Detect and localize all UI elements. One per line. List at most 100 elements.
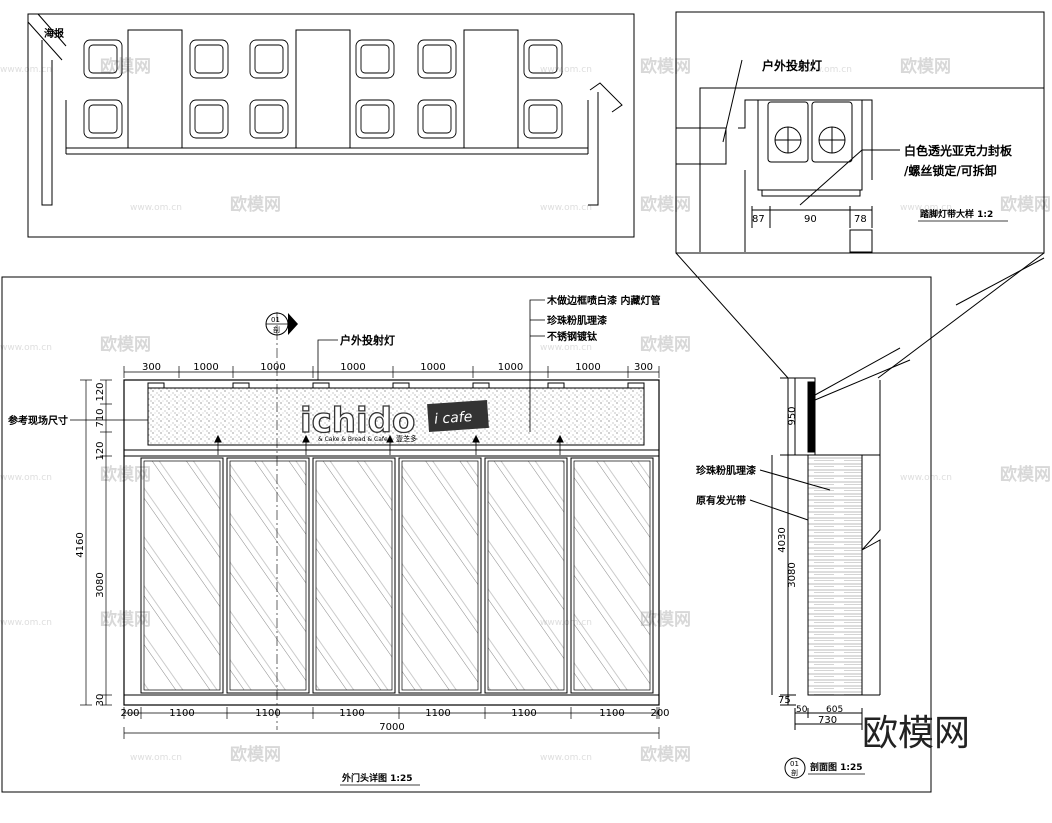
section-dim-75: 75 xyxy=(778,695,791,706)
watermark-url: www.om.cn xyxy=(540,753,592,763)
section-dim-950: 950 xyxy=(787,406,798,425)
sign-badge: i cafe xyxy=(434,409,473,428)
section-label-1: 珍珠粉肌理漆 xyxy=(696,464,756,477)
light-fixture-icon xyxy=(147,382,165,389)
glass-panel xyxy=(143,460,221,691)
chair-icon xyxy=(189,39,229,79)
watermark-url: www.om.cn xyxy=(900,203,952,213)
light-fixture-icon xyxy=(472,382,490,389)
top-dimension: 1000 xyxy=(575,362,600,373)
glass-panel xyxy=(573,460,651,691)
watermark-brand: 欧模网 xyxy=(100,334,151,355)
watermark-brand: 欧模网 xyxy=(100,56,151,77)
bottom-dimension: 1100 xyxy=(425,708,450,719)
door-frame xyxy=(312,457,396,694)
watermark-brand: 欧模网 xyxy=(640,56,691,77)
elevation-left-dim-4: 3080 xyxy=(95,572,106,597)
watermark-brand: 欧模网 xyxy=(230,744,281,765)
glass-panel xyxy=(487,460,565,691)
elevation-side-note: 参考现场尺寸 xyxy=(8,414,68,427)
elevation-note-2: 珍珠粉肌理漆 xyxy=(547,314,607,327)
light-fixture-icon xyxy=(392,382,410,389)
watermark-brand: 欧模网 xyxy=(640,744,691,765)
glass-panel xyxy=(315,460,393,691)
watermark-url: www.om.cn xyxy=(0,65,52,75)
arrow-up-icon xyxy=(472,434,480,443)
light-fixture-icon xyxy=(312,382,330,389)
watermarks: 欧模网 www.om.cn 欧模网 www.om.cn 欧模网 www.om.cn 欧模网 w… xyxy=(0,56,1051,765)
watermark-brand: 欧模网 xyxy=(1000,194,1051,215)
watermark-brand: 欧模网 xyxy=(640,194,691,215)
watermark-brand: 欧模网 xyxy=(900,56,951,77)
section-mark-bottom: 剖 xyxy=(273,325,280,334)
elevation-left-total: 4160 xyxy=(75,532,86,557)
door-frame xyxy=(484,457,568,694)
section-dim-4030: 4030 xyxy=(777,527,788,552)
chair-icon xyxy=(249,39,289,79)
watermark-url: www.om.cn xyxy=(130,753,182,763)
detail-dim-3: 78 xyxy=(854,214,867,225)
bottom-dimension: 200 xyxy=(120,708,139,719)
top-dimension: 1000 xyxy=(498,362,523,373)
sign-subline: & Cake & Bread & Cafe xyxy=(318,436,388,443)
watermark-url: www.om.cn xyxy=(800,65,852,75)
section-view xyxy=(749,347,911,779)
chair-icon xyxy=(355,39,395,79)
bottom-dimension: 1100 xyxy=(599,708,624,719)
detail-view xyxy=(675,11,1045,379)
elevation-note-1: 木做边框喷白漆 内藏灯管 xyxy=(546,294,660,307)
elevation-title: 外门头详图 1:25 xyxy=(341,772,413,784)
elevation-left-dim-1: 120 xyxy=(95,382,106,401)
detail-cover-label-2: /螺丝锁定/可拆卸 xyxy=(904,163,997,178)
chair-icon xyxy=(249,99,289,139)
top-dimension: 1000 xyxy=(420,362,445,373)
sign-main: ichido xyxy=(300,401,415,441)
section-dim-730: 730 xyxy=(818,715,837,726)
chair-icon xyxy=(523,39,563,79)
door-frame xyxy=(570,457,654,694)
elevation-bottom-total: 7000 xyxy=(379,722,404,733)
watermark-big: 欧模网 xyxy=(862,713,970,754)
bottom-dimension: 1100 xyxy=(339,708,364,719)
chair-icon xyxy=(83,39,123,79)
sign-cn: 壹芝多 xyxy=(396,434,417,443)
top-dimension: 1000 xyxy=(340,362,365,373)
watermark-url: www.om.cn xyxy=(0,473,52,483)
arrow-up-icon xyxy=(386,434,394,443)
chair-icon xyxy=(189,99,229,139)
section-dim-605: 605 xyxy=(826,705,843,715)
top-dimension: 300 xyxy=(634,362,653,373)
detail-dim-1: 87 xyxy=(752,214,765,225)
watermark-url: www.om.cn xyxy=(130,203,182,213)
section-mark-top: 01 xyxy=(271,316,280,324)
detail-cover-label-1: 白色透光亚克力封板 xyxy=(904,143,1013,158)
light-fixture-icon xyxy=(547,382,565,389)
elevation-left-dim-2: 710 xyxy=(95,408,106,427)
watermark-url: www.om.cn xyxy=(540,618,592,628)
bottom-dimension: 1100 xyxy=(255,708,280,719)
elevation-note-3: 不锈钢镀钛 xyxy=(547,330,598,343)
door-frame xyxy=(140,457,224,694)
chair-icon xyxy=(417,39,457,79)
section-mark-top: 01 xyxy=(790,760,799,768)
bottom-dimension: 1100 xyxy=(169,708,194,719)
watermark-url: www.om.cn xyxy=(0,343,52,353)
watermark-url: www.om.cn xyxy=(540,343,592,353)
section-dim-50: 50 xyxy=(796,705,808,715)
top-dimension: 1000 xyxy=(260,362,285,373)
watermark-brand: 欧模网 xyxy=(1000,464,1051,485)
arrow-up-icon xyxy=(214,434,222,443)
watermark-url: www.om.cn xyxy=(0,618,52,628)
glass-panel xyxy=(229,460,307,691)
light-fixture-icon xyxy=(232,382,250,389)
chair-icon xyxy=(83,99,123,139)
watermark-url: www.om.cn xyxy=(900,473,952,483)
arrow-up-icon xyxy=(302,434,310,443)
plan-label: 海报 xyxy=(44,27,64,40)
watermark-brand: 欧模网 xyxy=(640,334,691,355)
chair-icon xyxy=(523,99,563,139)
chair-icon xyxy=(417,99,457,139)
detail-light-label: 户外投射灯 xyxy=(762,58,822,73)
